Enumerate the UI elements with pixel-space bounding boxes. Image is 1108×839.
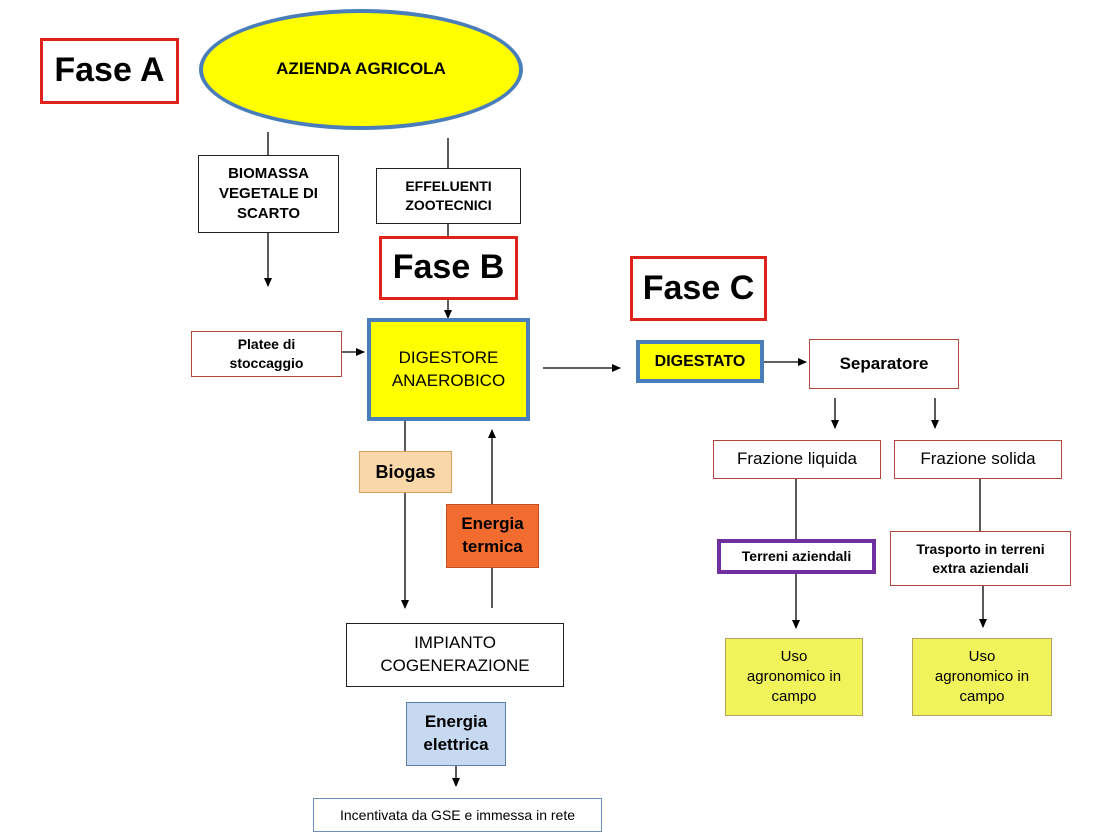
effluents-text: EFFELUENTI ZOOTECNICI	[405, 178, 492, 213]
agronomic-use-left-text: Uso agronomico in campo	[746, 647, 842, 706]
transport-text: Trasporto in terreni extra aziendali	[916, 540, 1045, 576]
farm-land-node: Terreni aziendali	[717, 539, 876, 574]
electric-energy-text: Energia elettrica	[423, 712, 489, 754]
agronomic-use-left-node: Uso agronomico in campo	[725, 638, 863, 716]
storage-node: Platee di stoccaggio	[191, 331, 342, 377]
phase-b-label: Fase B	[379, 236, 518, 300]
phase-a-label: Fase A	[40, 38, 179, 104]
phase-c-text: Fase C	[642, 268, 755, 307]
grid-text: Incentivata da GSE e immessa in rete	[340, 806, 575, 823]
cogeneration-node: IMPIANTO COGENERAZIONE	[346, 623, 564, 687]
phase-b-text: Fase B	[392, 248, 505, 287]
transport-node: Trasporto in terreni extra aziendali	[890, 531, 1071, 586]
digester-text: DIGESTORE ANAEROBICO	[391, 347, 506, 390]
grid-node: Incentivata da GSE e immessa in rete	[313, 798, 602, 832]
biomass-node: BIOMASSA VEGETALE DI SCARTO	[198, 155, 339, 233]
solid-fraction-text: Frazione solida	[920, 449, 1036, 469]
biogas-node: Biogas	[359, 451, 452, 493]
liquid-fraction-text: Frazione liquida	[736, 449, 857, 469]
digestate-text: DIGESTATO	[654, 352, 746, 370]
digester-node: DIGESTORE ANAEROBICO	[367, 318, 530, 421]
liquid-fraction-node: Frazione liquida	[713, 440, 881, 479]
biogas-text: Biogas	[375, 461, 436, 482]
effluents-node: EFFELUENTI ZOOTECNICI	[376, 168, 521, 224]
solid-fraction-node: Frazione solida	[894, 440, 1062, 479]
farm-text: AZIENDA AGRICOLA	[276, 59, 446, 79]
thermal-energy-text: Energia termica	[461, 514, 524, 556]
biomass-text: BIOMASSA VEGETALE DI SCARTO	[219, 164, 318, 223]
agronomic-use-right-node: Uso agronomico in campo	[912, 638, 1052, 716]
digestate-node: DIGESTATO	[636, 340, 764, 383]
electric-energy-node: Energia elettrica	[406, 702, 506, 766]
phase-a-text: Fase A	[54, 51, 165, 90]
cogeneration-text: IMPIANTO COGENERAZIONE	[380, 633, 530, 675]
farm-land-text: Terreni aziendali	[741, 548, 852, 565]
agronomic-use-right-text: Uso agronomico in campo	[934, 647, 1030, 706]
separator-text: Separatore	[839, 353, 929, 373]
thermal-energy-node: Energia termica	[446, 504, 539, 568]
phase-c-label: Fase C	[630, 256, 767, 321]
separator-node: Separatore	[809, 339, 959, 389]
storage-text: Platee di stoccaggio	[229, 336, 304, 371]
farm-node: AZIENDA AGRICOLA	[199, 9, 523, 130]
